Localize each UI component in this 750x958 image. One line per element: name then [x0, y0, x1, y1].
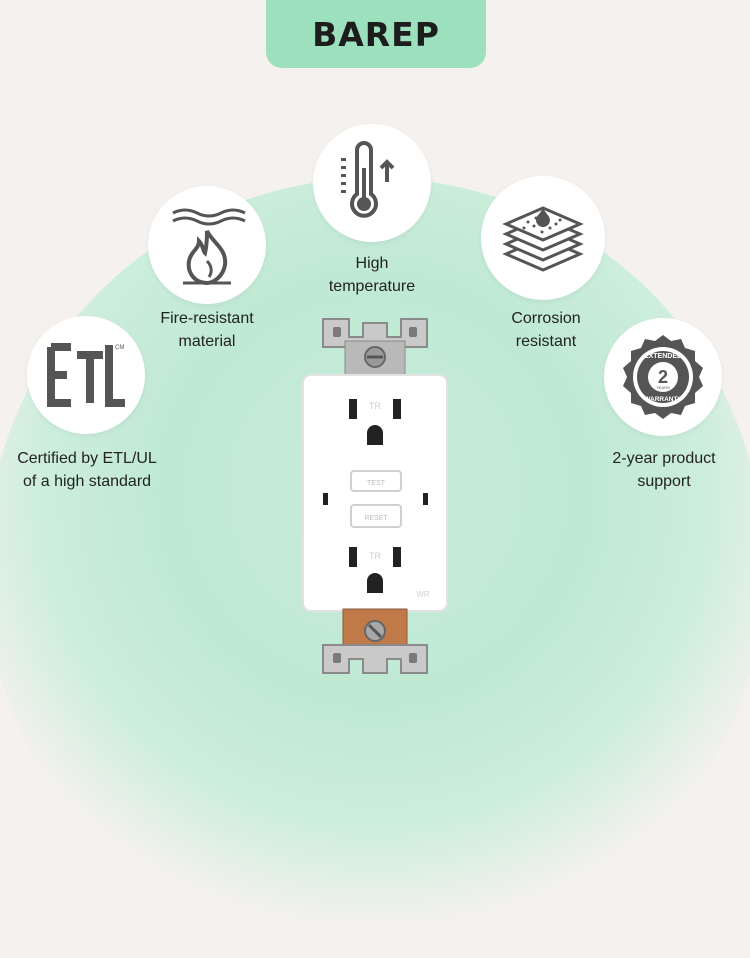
test-label: TEST [367, 480, 386, 487]
brand-logo-text: BAREP [312, 14, 440, 54]
feature-label-temp: High temperature [292, 252, 452, 298]
etl-logo-icon: CM [27, 316, 145, 434]
wr-label: WR [416, 590, 430, 599]
flame-icon [148, 186, 266, 304]
badge-years: YEARS [656, 385, 670, 390]
feature-fire-line2: material [178, 333, 236, 350]
warranty-badge-icon: EXTENDED 2 YEARS WARRANTY [604, 318, 722, 436]
layers-icon [481, 176, 605, 300]
badge-number: 2 [658, 367, 668, 387]
feature-temp-line1: High [355, 255, 389, 272]
badge-bottom-text: WARRANTY [644, 396, 682, 403]
feature-temp-line2: temperature [328, 278, 416, 295]
feature-fire-line1: Fire-resistant [160, 310, 254, 327]
feature-etl-line1: Certified by ETL/UL [17, 450, 157, 467]
etl-mark: CM [115, 345, 124, 351]
tr-top-label: TR [369, 401, 381, 411]
feature-etl-line2: of a high standard [22, 473, 152, 490]
feature-label-fire: Fire-resistant material [127, 307, 287, 353]
feature-corrosion-line1: Corrosion [511, 310, 581, 327]
feature-label-etl: Certified by ETL/UL of a high standard [0, 447, 174, 493]
reset-label: RESET [364, 515, 388, 522]
feature-warranty-line2: support [637, 473, 691, 490]
brand-logo: BAREP [266, 0, 486, 68]
feature-warranty-line1: 2-year product [612, 450, 716, 467]
feature-corrosion-line2: resistant [515, 333, 577, 350]
feature-label-warranty: 2-year product support [582, 447, 746, 493]
badge-top-text: EXTENDED [644, 353, 682, 360]
thermometer-icon [313, 124, 431, 242]
gfci-outlet-image: TR TEST RESET TR WR [293, 313, 457, 684]
feature-label-corrosion: Corrosion resistant [466, 307, 626, 353]
tr-bottom-label: TR [369, 551, 381, 561]
